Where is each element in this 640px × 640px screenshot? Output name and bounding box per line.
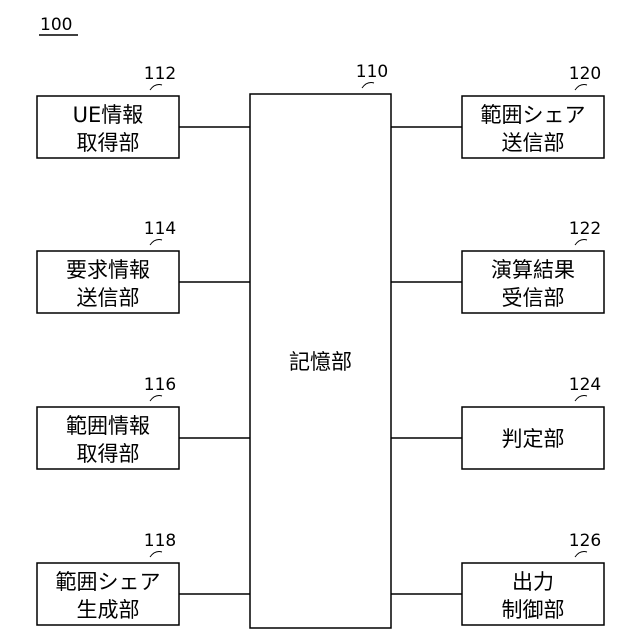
storage-unit-leader [362,83,374,88]
right-unit-leader [575,396,587,401]
right-unit-ref: 126 [569,531,601,551]
left-unit-line-2: 生成部 [77,598,140,622]
left-unit-ref: 116 [144,375,176,395]
storage-unit-label: 記憶部 [289,350,352,374]
left-unit-116: 範囲情報 取得部 116 [37,375,250,469]
left-unit-118: 範囲シェア 生成部 118 [37,531,250,625]
left-unit-line-1: 範囲シェア [56,570,161,594]
right-unit-line-1: 出力 [512,570,554,594]
right-unit-126: 出力 制御部 126 [391,531,604,625]
left-unit-leader [150,552,162,557]
figure-number: 100 [39,15,78,35]
right-unit-line-1: 判定部 [502,427,565,451]
right-unit-ref: 122 [569,219,601,239]
right-unit-line-1: 演算結果 [491,258,575,282]
right-unit-line-1: 範囲シェア [481,103,586,127]
right-unit-ref: 124 [569,375,601,395]
left-unit-ref: 118 [144,531,176,551]
left-unit-112: UE情報 取得部 112 [37,64,250,158]
left-unit-line-1: UE情報 [73,103,144,127]
right-unit-line-2: 送信部 [502,131,565,155]
left-unit-line-2: 取得部 [77,442,140,466]
left-unit-114: 要求情報 送信部 114 [37,219,250,313]
right-unit-leader [575,85,587,90]
left-unit-leader [150,396,162,401]
left-unit-leader [150,85,162,90]
left-unit-line-2: 取得部 [77,131,140,155]
figure-id: 100 [40,15,72,35]
right-unit-120: 範囲シェア 送信部 120 [391,64,604,158]
left-unit-line-1: 要求情報 [66,258,150,282]
left-unit-ref: 114 [144,219,176,239]
right-unit-line-2: 制御部 [502,598,565,622]
left-unit-line-2: 送信部 [77,286,140,310]
storage-unit-ref: 110 [356,62,388,82]
right-unit-line-2: 受信部 [502,286,565,310]
right-unit-leader [575,552,587,557]
left-unit-ref: 112 [144,64,176,84]
left-unit-line-1: 範囲情報 [66,414,150,438]
left-unit-leader [150,240,162,245]
right-unit-leader [575,240,587,245]
right-unit-ref: 120 [569,64,601,84]
storage-unit: 記憶部 110 [250,62,391,628]
right-unit-122: 演算結果 受信部 122 [391,219,604,313]
right-unit-124: 判定部 124 [391,375,604,469]
